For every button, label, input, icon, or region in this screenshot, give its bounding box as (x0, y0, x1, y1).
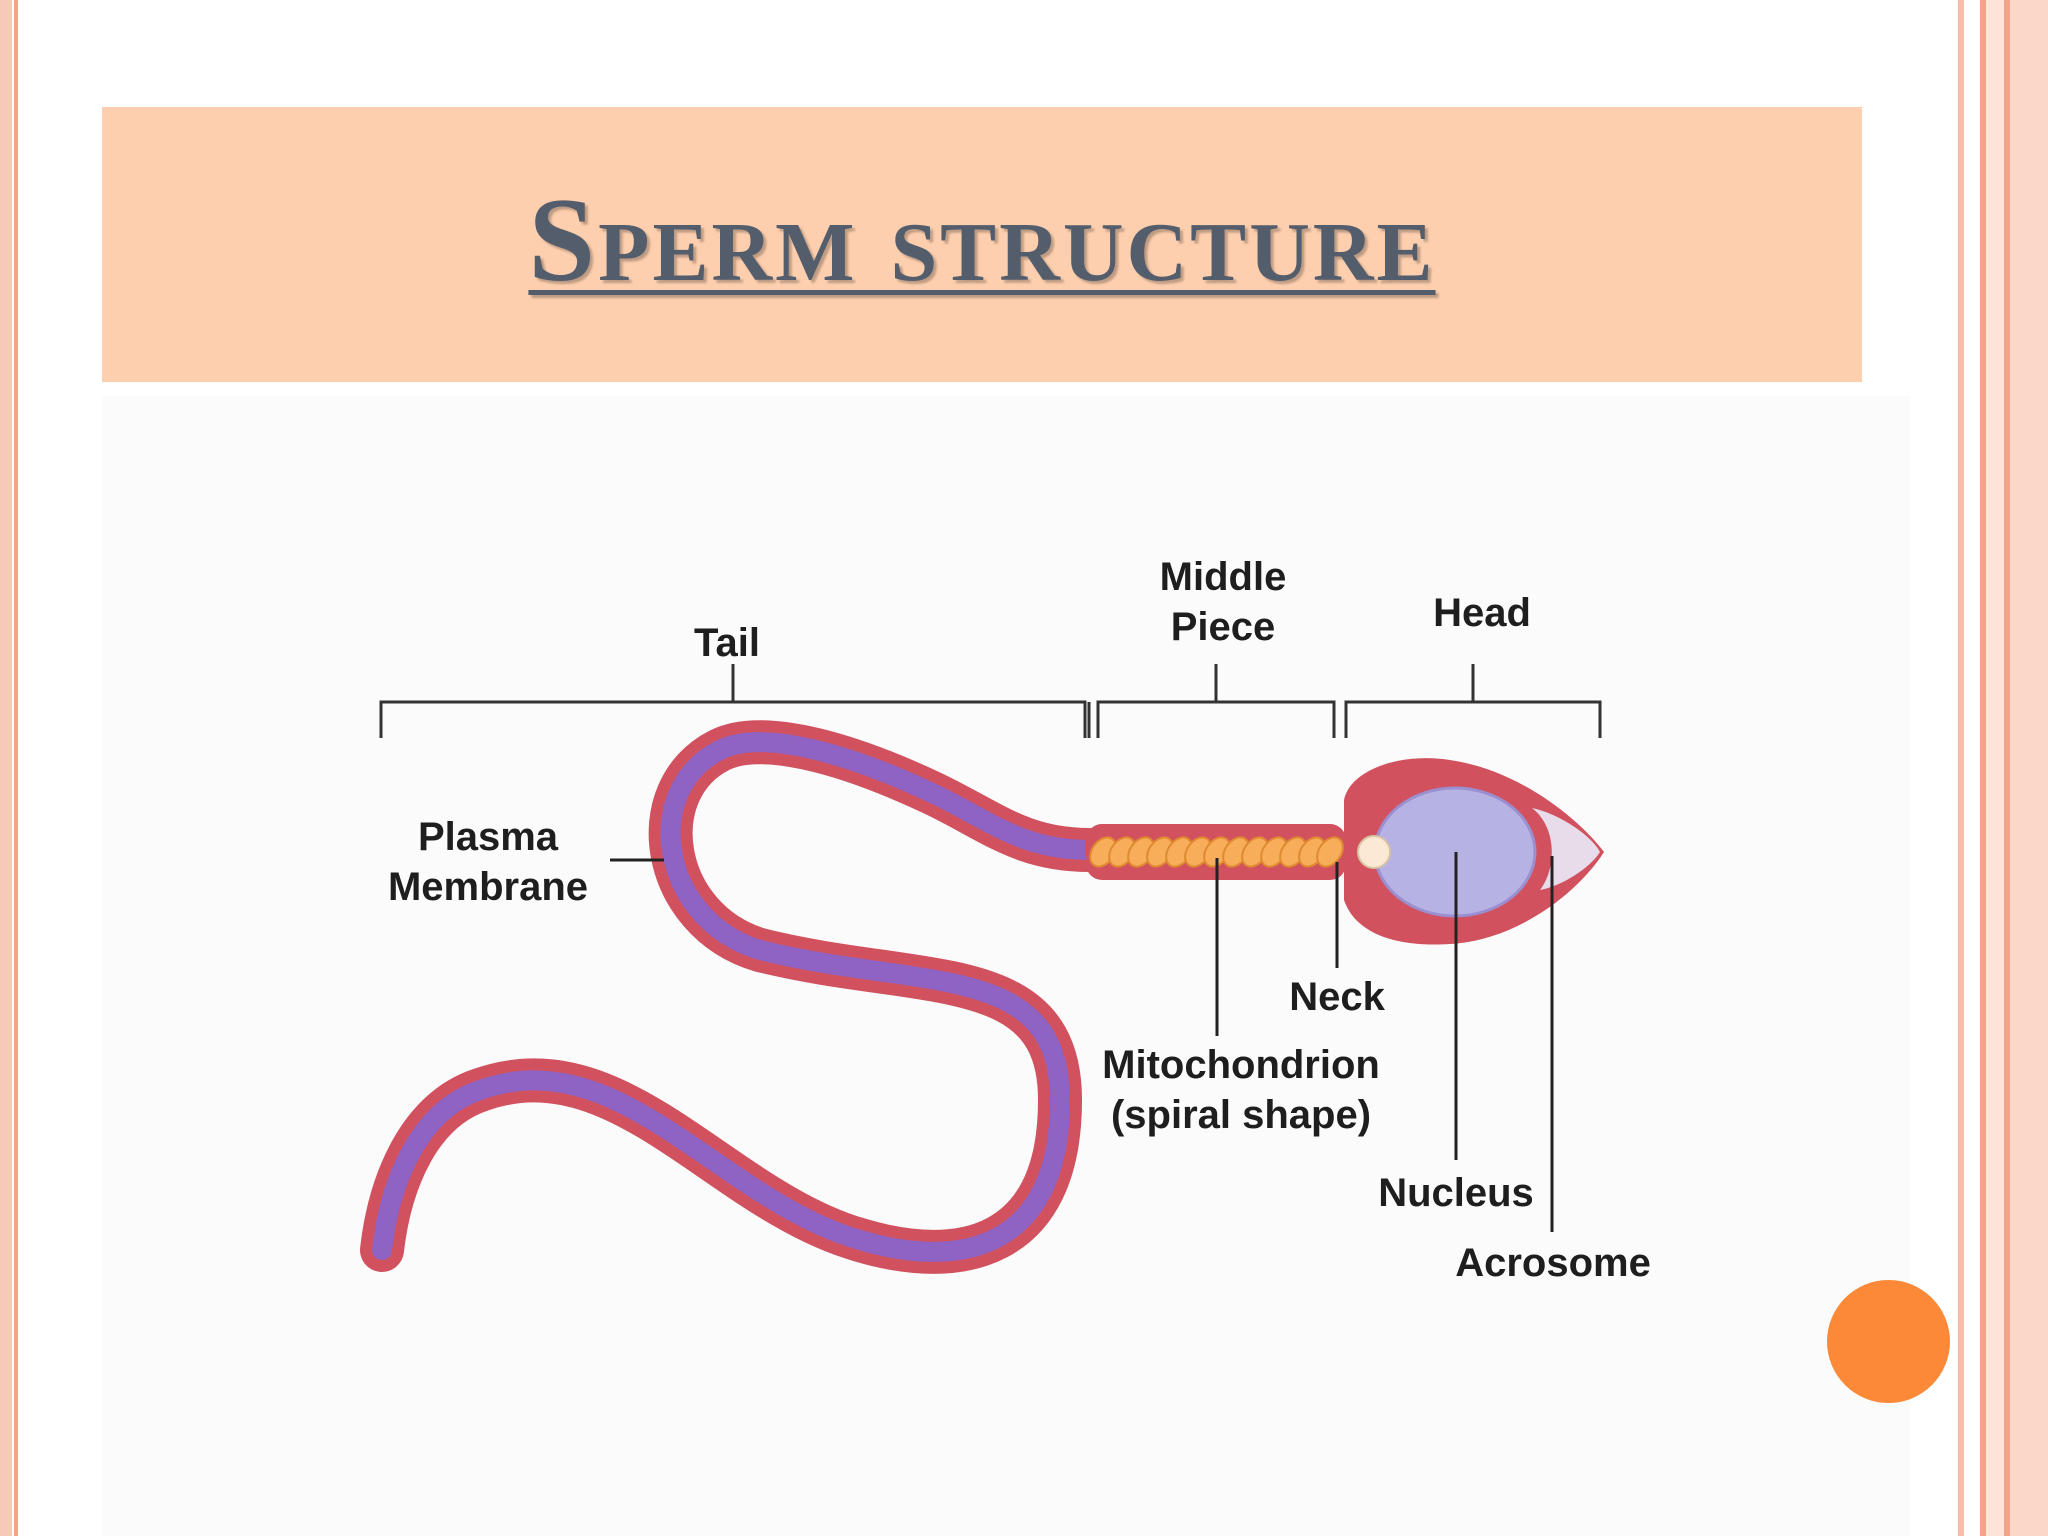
tail-cytoplasm (372, 732, 1100, 1262)
right-stripe-3 (1980, 0, 1986, 1536)
plasma-membrane-label-line2: Membrane (388, 865, 588, 909)
accent-circle (1827, 1280, 1950, 1403)
mitochondrion-label-line1: Mitochondrion (1102, 1043, 1380, 1087)
nucleus-label: Nucleus (1378, 1171, 1534, 1215)
right-stripe-2 (1966, 0, 1980, 1536)
right-stripe-1 (1958, 0, 1964, 1536)
middle-piece-label-line1: Middle (1160, 555, 1287, 599)
slide-title: Sperm structure (528, 172, 1436, 306)
tail-label: Tail (694, 621, 760, 665)
neck-label: Neck (1289, 975, 1385, 1019)
right-stripe-4 (1986, 0, 2004, 1536)
mitochondrion-spiral (1089, 836, 1344, 868)
right-stripe-5 (2004, 0, 2010, 1536)
head-bracket (1344, 700, 1602, 738)
brackets (379, 664, 1602, 738)
title-band: Sperm structure (102, 107, 1862, 382)
diagram-area (102, 396, 1910, 1536)
leader-lines (610, 852, 1554, 1232)
middle-piece-bracket (1096, 700, 1336, 738)
right-stripe-6 (2010, 0, 2048, 1536)
centriole (1357, 835, 1391, 869)
left-border-line (14, 0, 18, 1536)
left-border-decoration (0, 0, 12, 1536)
plasma-membrane-label-line1: Plasma (418, 815, 559, 859)
acrosome (1532, 808, 1600, 890)
mitochondrion-label-line2: (spiral shape) (1111, 1093, 1371, 1137)
head-label: Head (1433, 591, 1531, 635)
acrosome-label: Acrosome (1455, 1241, 1651, 1285)
middle-piece-label-line2: Piece (1171, 605, 1276, 649)
